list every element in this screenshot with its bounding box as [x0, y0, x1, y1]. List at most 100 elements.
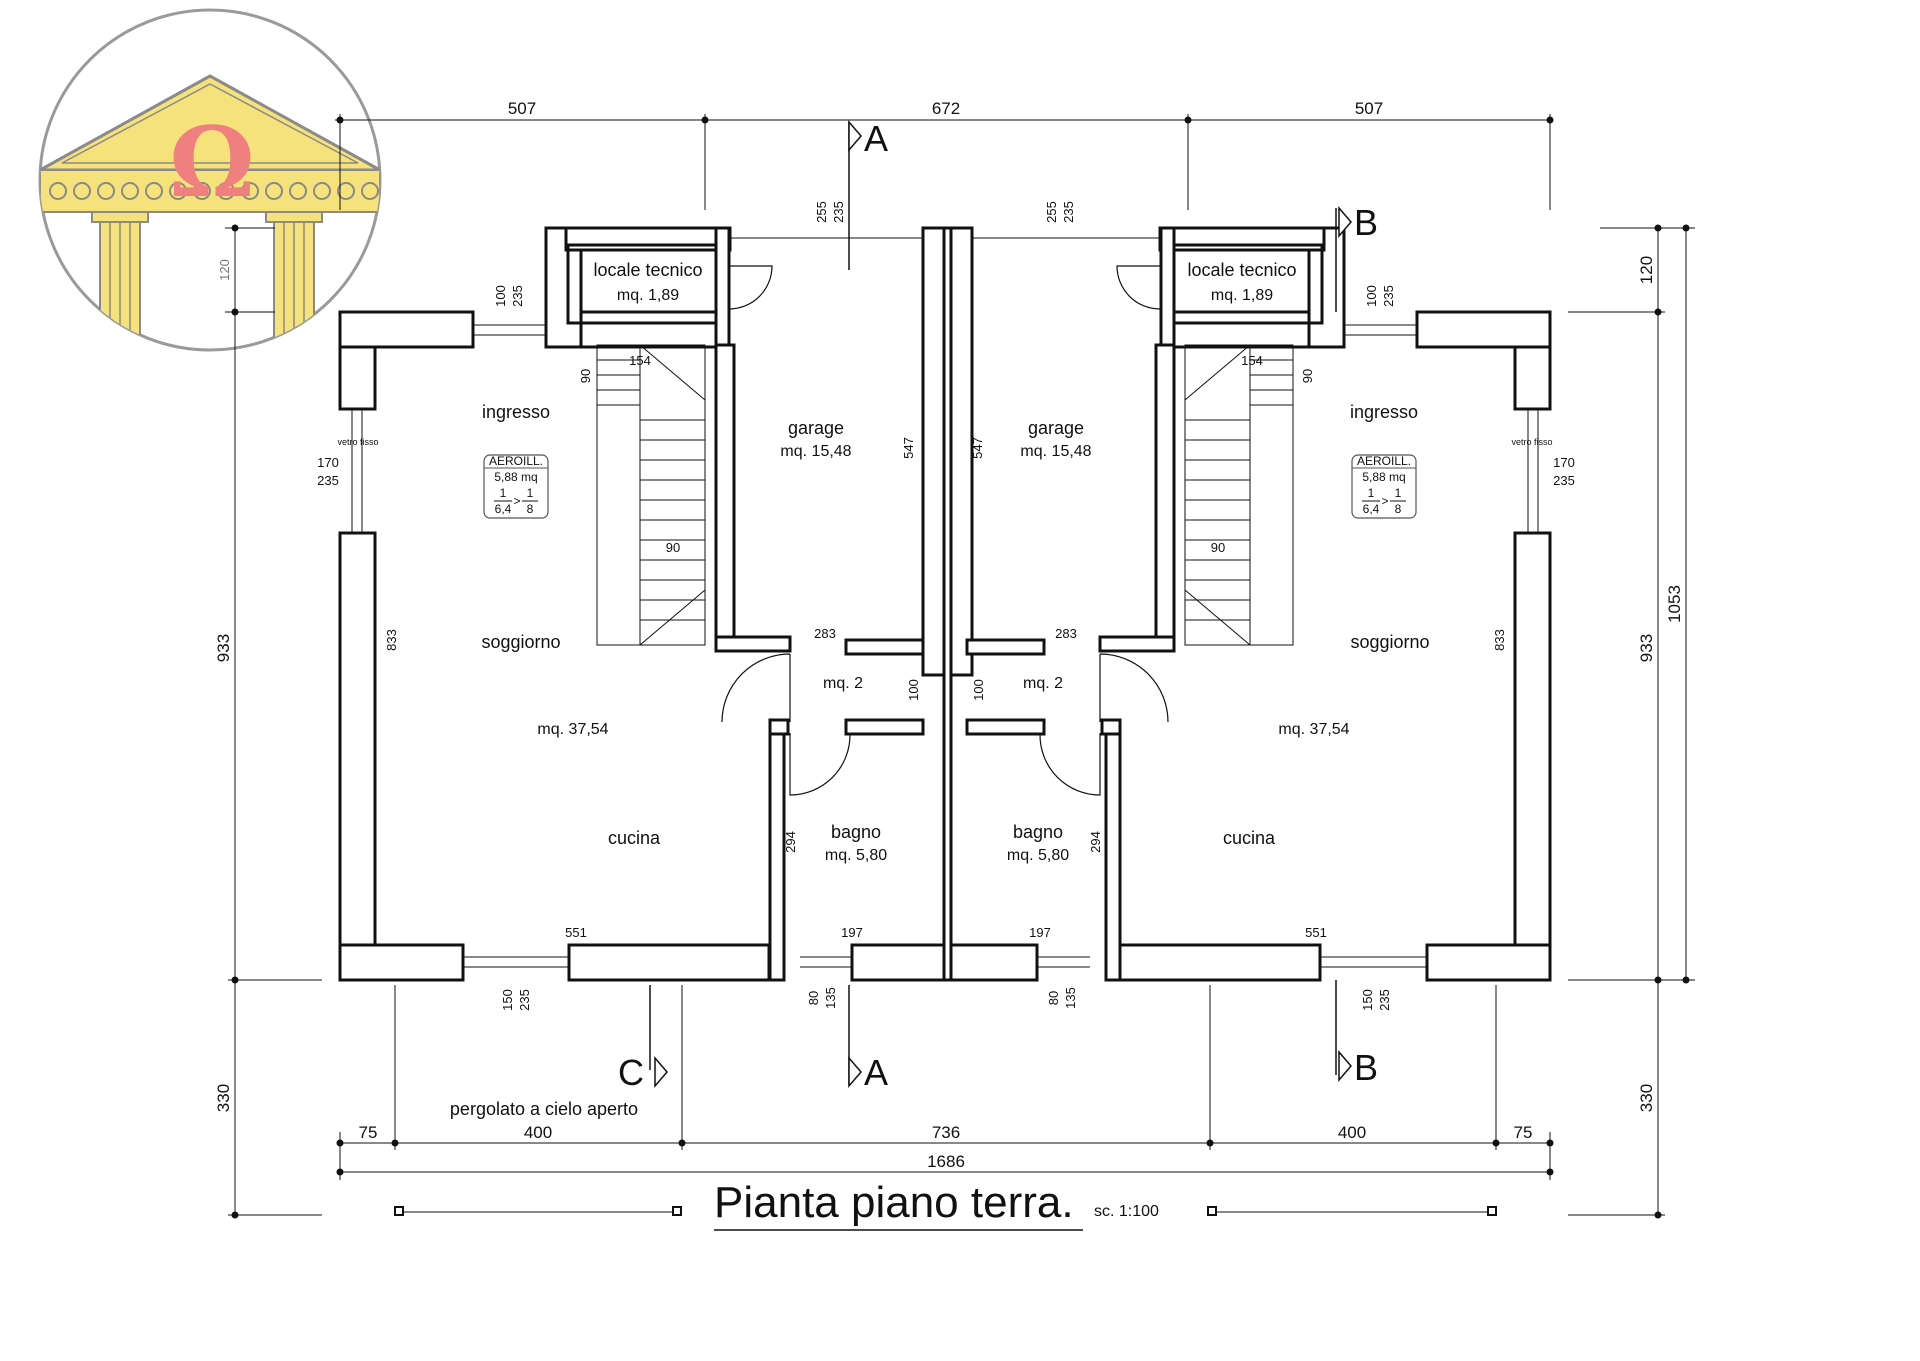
aeroill-d2-left: 8: [527, 502, 534, 516]
bottom-dim-736: 736: [932, 1123, 960, 1142]
aeroill-d1-left: 6,4: [495, 502, 512, 516]
area-disimpegno-right: mq. 2: [1023, 675, 1063, 692]
section-b-top: B: [1354, 202, 1378, 243]
dim-100-corr-right: 100: [971, 679, 986, 701]
column-right: [265, 211, 323, 350]
left-dim-933: 933: [214, 634, 233, 662]
dim-150-left: 150: [500, 989, 515, 1011]
section-a-bottom: A: [864, 1052, 888, 1093]
dim-235-garage-right: 235: [1061, 201, 1076, 223]
dim-833-left: 833: [384, 629, 399, 651]
bottom-dim-400-left: 400: [524, 1123, 552, 1142]
omega-symbol: Ω: [169, 106, 254, 219]
dim-150-right: 150: [1360, 989, 1375, 1011]
dimension-lines: [225, 114, 1695, 1219]
room-soggiorno-right: soggiorno: [1350, 632, 1429, 652]
aeroill-n1-right: 1: [1368, 486, 1375, 500]
section-lines: [649, 119, 1352, 1089]
right-dim-933: 933: [1637, 634, 1656, 662]
dim-235-bottom-right: 235: [1377, 989, 1392, 1011]
aeroill-op-left: >: [513, 494, 520, 508]
room-locale-tecnico-left: locale tecnico: [593, 260, 702, 280]
room-ingresso-left: ingresso: [482, 402, 550, 422]
top-dim-left: 507: [508, 99, 536, 118]
dim-235-top-left: 235: [510, 285, 525, 307]
dim-154-right: 154: [1241, 353, 1263, 368]
room-cucina-left: cucina: [608, 828, 661, 848]
dim-283-left: 283: [814, 626, 836, 641]
section-a-top: A: [864, 118, 888, 159]
dim-90-side-right: 90: [1300, 369, 1315, 383]
dim-235-window-left: 235: [317, 473, 339, 488]
room-bagno-right: bagno: [1013, 822, 1063, 842]
dim-100-corr-left: 100: [906, 679, 921, 701]
locale-tecnico-walls: [566, 243, 1324, 325]
aeroill-d2-right: 8: [1395, 502, 1402, 516]
room-garage-left: garage: [788, 418, 844, 438]
logo: Ω: [38, 8, 382, 352]
bottom-dim-400-right: 400: [1338, 1123, 1366, 1142]
doors: [721, 265, 1169, 796]
dim-100-top-left: 100: [493, 285, 508, 307]
vetro-fisso-left: vetro fisso: [337, 437, 378, 447]
dim-154-left: 154: [629, 353, 651, 368]
aeroill-box-left: [483, 454, 549, 519]
top-dim-right: 507: [1355, 99, 1383, 118]
section-b-bottom: B: [1354, 1047, 1378, 1088]
dim-235-garage-left: 235: [831, 201, 846, 223]
right-dim-330: 330: [1637, 1084, 1656, 1112]
total-dim: 1686: [927, 1152, 965, 1171]
dim-100-top-right: 100: [1364, 285, 1379, 307]
area-bagno-left: mq. 5,80: [825, 847, 887, 864]
room-locale-tecnico-right: locale tecnico: [1187, 260, 1296, 280]
area-locale-tecnico-right: mq. 1,89: [1211, 287, 1273, 304]
dim-90-side-left: 90: [578, 369, 593, 383]
pergola-posts: [394, 1206, 1497, 1216]
area-disimpegno-left: mq. 2: [823, 675, 863, 692]
dim-197-left: 197: [841, 925, 863, 940]
walls: [338, 226, 1552, 982]
porch-label: pergolato a cielo aperto: [450, 1099, 638, 1119]
windows: [351, 237, 1539, 968]
stairs: [596, 344, 1294, 646]
frieze-omegas: [49, 182, 379, 200]
room-ingresso-right: ingresso: [1350, 402, 1418, 422]
dim-235-top-right: 235: [1381, 285, 1396, 307]
aeroill-op-right: >: [1381, 494, 1388, 508]
dim-80-right: 80: [1046, 991, 1061, 1005]
dim-135-right: 135: [1063, 987, 1078, 1009]
dim-294-right: 294: [1088, 831, 1103, 853]
area-garage-right: mq. 15,48: [1020, 443, 1091, 460]
dim-235-window-right: 235: [1553, 473, 1575, 488]
aeroill-n2-left: 1: [527, 486, 534, 500]
drawing-title: Pianta piano terra.: [714, 1178, 1074, 1227]
aeroill-n2-right: 1: [1395, 486, 1402, 500]
right-dim-120: 120: [1637, 256, 1656, 284]
column-left: [91, 211, 149, 350]
area-locale-tecnico-left: mq. 1,89: [617, 287, 679, 304]
left-dim-330: 330: [214, 1084, 233, 1112]
aeroill-d1-right: 6,4: [1363, 502, 1380, 516]
dim-197-right: 197: [1029, 925, 1051, 940]
aeroill-n1-left: 1: [500, 486, 507, 500]
aeroill-box-right: [1351, 454, 1417, 519]
vetro-fisso-right: vetro fisso: [1511, 437, 1552, 447]
dim-255-right: 255: [1044, 201, 1059, 223]
dim-90-stair-right: 90: [1211, 540, 1225, 555]
room-bagno-left: bagno: [831, 822, 881, 842]
area-bagno-right: mq. 5,80: [1007, 847, 1069, 864]
aeroill-value-left: 5,88 mq: [494, 470, 537, 484]
bottom-dim-75-left: 75: [359, 1123, 378, 1142]
dim-547-right: 547: [970, 437, 985, 459]
section-c: C: [618, 1052, 644, 1093]
room-soggiorno-left: soggiorno: [481, 632, 560, 652]
room-garage-right: garage: [1028, 418, 1084, 438]
top-dim-middle: 672: [932, 99, 960, 118]
room-cucina-right: cucina: [1223, 828, 1276, 848]
logo-dim-120: 120: [217, 259, 232, 281]
area-garage-left: mq. 15,48: [780, 443, 851, 460]
dim-551-right: 551: [1305, 925, 1327, 940]
dim-283-right: 283: [1055, 626, 1077, 641]
drawing-scale: sc. 1:100: [1094, 1203, 1159, 1220]
